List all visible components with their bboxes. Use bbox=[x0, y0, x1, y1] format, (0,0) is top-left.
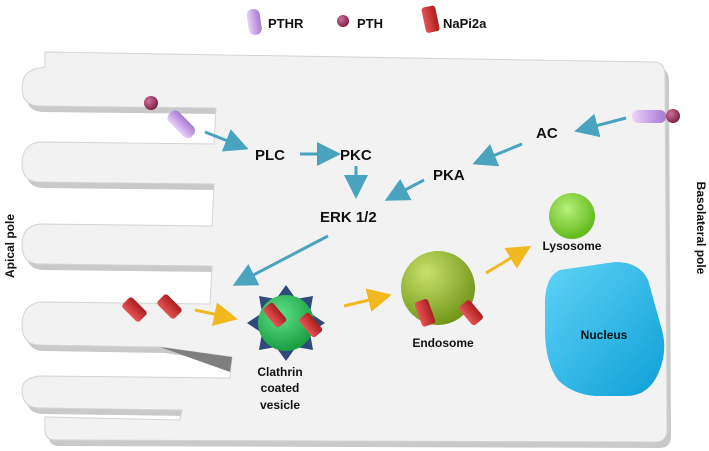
lysosome bbox=[549, 193, 595, 239]
legend-pth-icon bbox=[337, 15, 349, 27]
pth-ligand-apical bbox=[144, 96, 158, 110]
napi2a-membrane-1 bbox=[122, 297, 147, 322]
napi2a-endosome-1 bbox=[414, 299, 436, 327]
arrow-pka-to-erk bbox=[384, 178, 425, 201]
arrow-membrane-to-vesicle bbox=[194, 302, 238, 326]
napi2a-endosome-2 bbox=[459, 300, 483, 326]
nucleus bbox=[545, 262, 665, 396]
pth-ligand-basolateral bbox=[666, 109, 680, 123]
trafficking-arrows bbox=[194, 245, 532, 326]
ac-label: AC bbox=[536, 125, 558, 142]
basolateral-pole-label: Basolateral pole bbox=[694, 182, 708, 275]
napi2a-membrane-2 bbox=[157, 294, 182, 319]
clathrin-label-line2: coated bbox=[261, 381, 300, 395]
legend-pthr-label: PTHR bbox=[268, 16, 304, 31]
endosome-label: Endosome bbox=[412, 336, 474, 350]
pthr-receptor-basolateral bbox=[632, 110, 666, 123]
legend-napi2a-icon bbox=[421, 5, 440, 33]
legend: PTHR PTH NaPi2a bbox=[246, 5, 487, 35]
arrow-pthr-to-ac bbox=[574, 113, 627, 138]
legend-pthr-icon bbox=[246, 8, 262, 35]
clathrin-label-line3: vesicle bbox=[260, 398, 300, 412]
pka-label: PKA bbox=[433, 167, 465, 184]
clathrin-coated-vesicle bbox=[247, 285, 325, 361]
arrow-vesicle-to-endosome bbox=[343, 288, 392, 312]
legend-pth-label: PTH bbox=[357, 16, 383, 31]
arrow-endosome-to-lysosome bbox=[485, 245, 532, 275]
endosome bbox=[401, 251, 483, 327]
erk-label: ERK 1/2 bbox=[320, 209, 377, 226]
lysosome-label: Lysosome bbox=[543, 239, 602, 253]
nucleus-label: Nucleus bbox=[581, 328, 628, 342]
plc-label: PLC bbox=[255, 147, 285, 164]
pkc-label: PKC bbox=[340, 147, 372, 164]
legend-napi2a-label: NaPi2a bbox=[443, 16, 487, 31]
membrane-shadow-wedge bbox=[160, 347, 232, 372]
signaling-arrows bbox=[204, 113, 627, 286]
apical-pole-label: Apical pole bbox=[3, 214, 17, 278]
arrow-pthr-to-plc bbox=[204, 129, 249, 152]
napi2a-vesicle-1 bbox=[263, 302, 287, 328]
clathrin-label-line1: Clathrin bbox=[257, 365, 302, 379]
arrow-erk-to-membrane bbox=[232, 234, 329, 286]
napi2a-vesicle-2 bbox=[299, 312, 323, 338]
pthr-receptor-apical bbox=[167, 110, 196, 139]
arrow-ac-to-pka bbox=[472, 142, 523, 167]
